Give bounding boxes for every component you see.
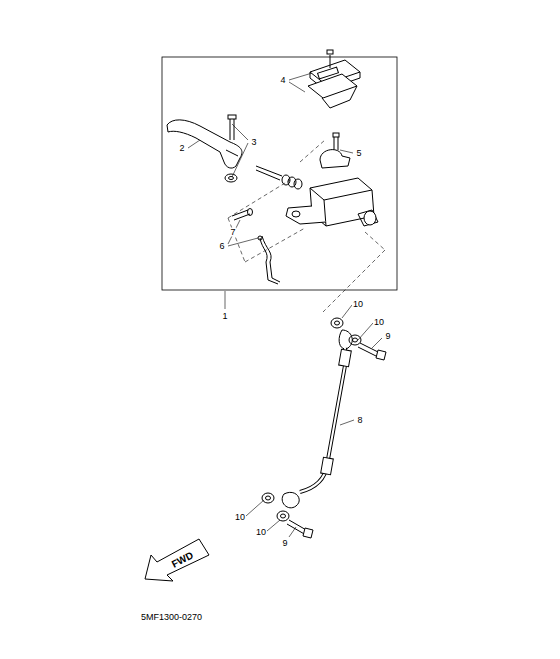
callout-number: 6: [218, 242, 225, 251]
callout-number: 7: [229, 228, 236, 237]
forward-arrow: FWD: [143, 535, 213, 585]
drawing-code: 5MF1300-0270: [140, 613, 203, 622]
callout-number: 10: [255, 528, 267, 537]
callout-number: 10: [373, 318, 385, 327]
callout-number: 9: [281, 539, 288, 548]
callout-number: 8: [356, 416, 363, 425]
callout-number: 5: [355, 149, 362, 158]
callout-number: 9: [384, 332, 391, 341]
callout-number: 10: [352, 300, 364, 309]
callout-number: 10: [234, 513, 246, 522]
callout-number: 3: [250, 138, 257, 147]
callout-number: 2: [178, 144, 185, 153]
callout-number: 1: [221, 312, 228, 321]
callout-number: 4: [279, 76, 286, 85]
